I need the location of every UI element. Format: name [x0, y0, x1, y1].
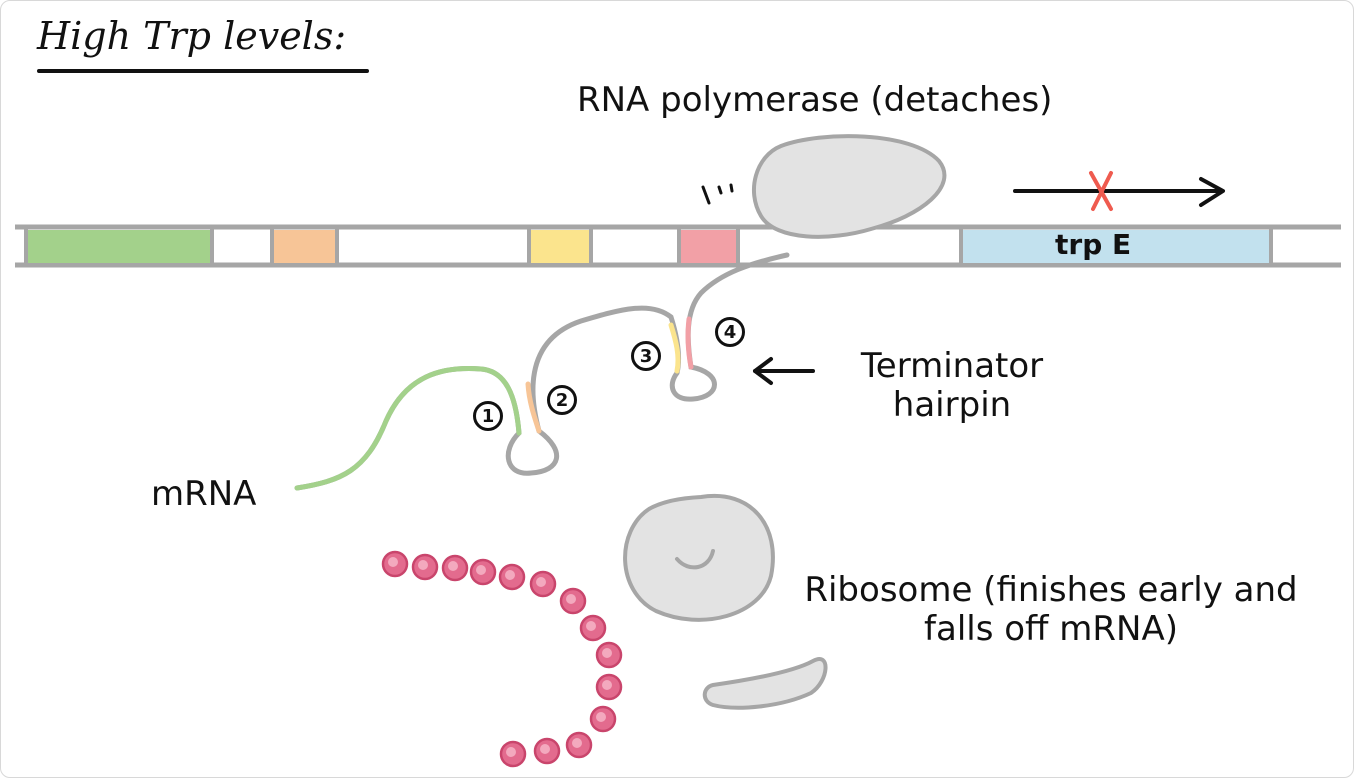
- mrna-region-4: [685, 316, 694, 370]
- peptide-chain: [381, 550, 623, 768]
- amino-acid-highlight: [506, 747, 516, 757]
- amino-acid-highlight: [476, 565, 486, 575]
- ribosome-label: Ribosome (finishes early and falls off m…: [781, 570, 1321, 650]
- amino-acid-highlight: [602, 648, 612, 658]
- amino-acid-highlight: [448, 561, 458, 571]
- amino-acid-highlight: [540, 744, 550, 754]
- motion-marks: [701, 183, 734, 205]
- dna-region-2: [274, 230, 335, 263]
- amino-acid-highlight: [602, 680, 612, 690]
- amino-acid-highlight: [566, 594, 576, 604]
- ribosome-large-subunit: [623, 493, 775, 622]
- rna-polymerase-label: RNA polymerase (detaches): [577, 80, 1053, 120]
- title-underline: [37, 69, 369, 73]
- amino-acid-highlight: [536, 577, 546, 587]
- dna-region-4: [681, 230, 736, 263]
- trpE-label: trp E: [1055, 228, 1132, 261]
- region-number-1: 1: [473, 401, 503, 431]
- amino-acid-highlight: [572, 738, 582, 748]
- terminator-arrowhead: [753, 357, 773, 385]
- amino-acid-highlight: [586, 621, 596, 631]
- amino-acid-highlight: [418, 560, 428, 570]
- dna-dividers: [24, 227, 1273, 265]
- mrna-region-3: [668, 322, 681, 374]
- rna-polymerase: [751, 134, 947, 239]
- blocked-cross: [1089, 171, 1113, 211]
- ribosome-label-text: Ribosome (finishes early and falls off m…: [804, 570, 1298, 650]
- amino-acid-highlight: [505, 570, 515, 580]
- terminator-label-text: Terminator hairpin: [860, 346, 1044, 426]
- trpE-gene: [963, 230, 1269, 263]
- region-number-4: 4: [715, 317, 745, 347]
- mrna-region-1: [294, 366, 522, 491]
- ribosome-small-subunit: [702, 657, 828, 710]
- page-title: High Trp levels:: [37, 14, 347, 58]
- mrna-label: mRNA: [151, 474, 257, 514]
- amino-acid-highlight: [596, 712, 606, 722]
- transcription-arrowhead: [1199, 177, 1225, 207]
- amino-acid-highlight: [388, 557, 398, 567]
- region-number-3: 3: [631, 341, 661, 371]
- dna-region-3: [531, 230, 589, 263]
- dna-region-1: [28, 230, 210, 263]
- ribosome-groove: [675, 549, 715, 570]
- mrna-region-2: [525, 381, 542, 434]
- terminator-label: Terminator hairpin: [827, 346, 1077, 426]
- region-number-2: 2: [547, 385, 577, 415]
